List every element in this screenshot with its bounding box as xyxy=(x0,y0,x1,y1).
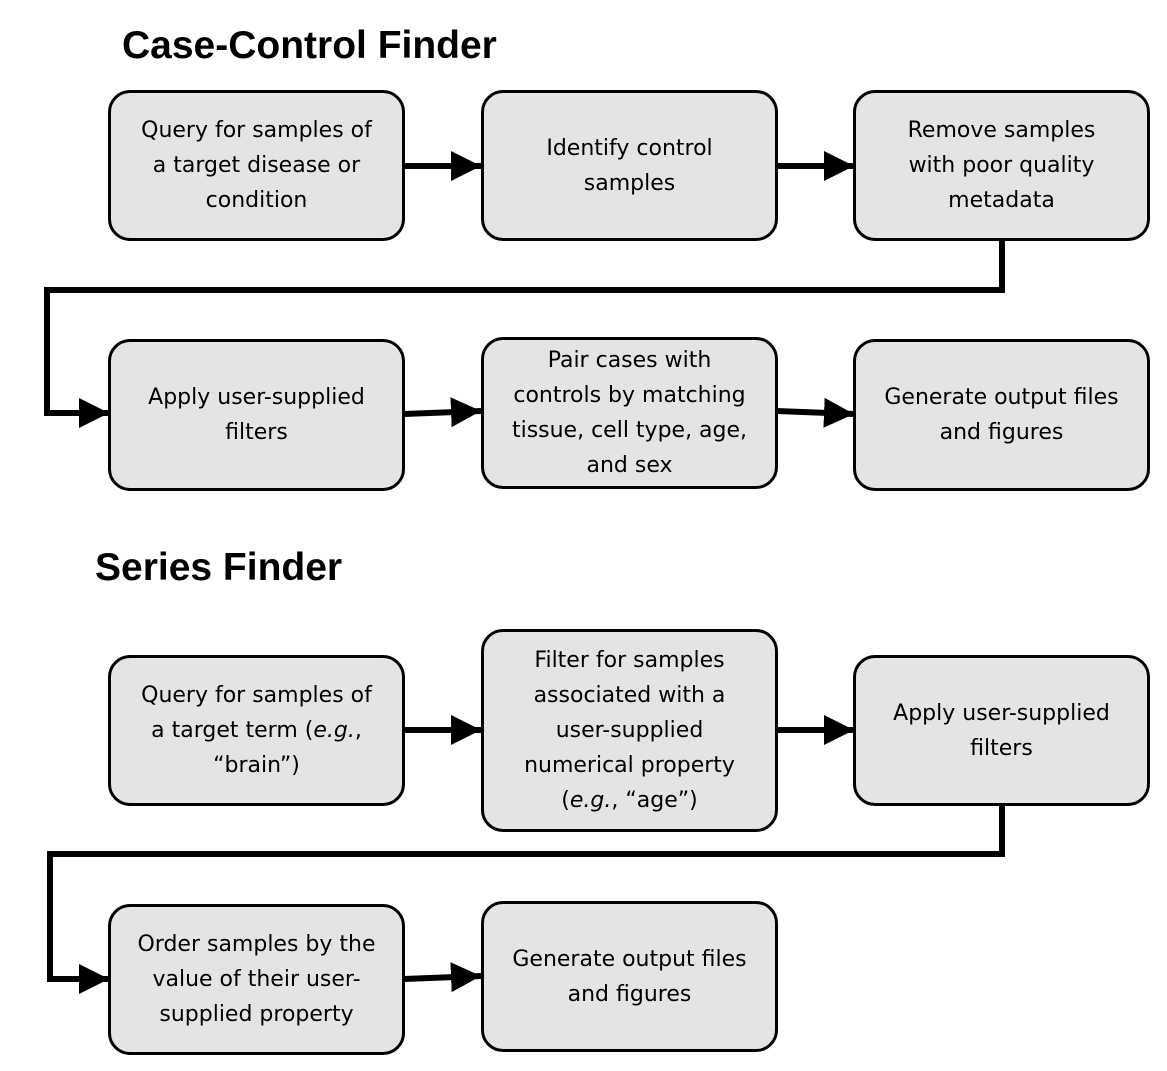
step-remove-poor-metadata: Remove samples with poor quality metadata xyxy=(853,90,1150,241)
step-text-line: Identify control xyxy=(546,135,713,161)
step-pair-cases-controls: Pair cases with controls by matching tissu… xyxy=(481,337,778,489)
step-text-line: Pair cases with xyxy=(547,348,712,373)
step-text-line: a target disease or xyxy=(152,153,361,178)
step-text: Apply user-supplied filters xyxy=(148,380,365,450)
step-text-line: filters xyxy=(970,735,1033,761)
step-filter-numerical-property: Filter for samples associated with a user-… xyxy=(481,629,778,832)
arrow-cc-3-4 xyxy=(44,240,1005,428)
step-text-line: a target term (e.g., xyxy=(151,718,362,743)
step-text-line: metadata xyxy=(948,188,1055,213)
step-text-line: Remove samples xyxy=(907,118,1096,143)
step-text-line: tissue, cell type, age, xyxy=(511,418,748,443)
case-control-finder-title: Case-Control Finder xyxy=(122,24,497,67)
arrow-cc-4-5 xyxy=(403,397,482,428)
step-text: Apply user-supplied filters xyxy=(893,696,1110,766)
step-text-line: filters xyxy=(225,420,288,445)
step-order-samples: Order samples by the value of their user-… xyxy=(108,904,405,1055)
step-text-line: user-supplied xyxy=(555,718,704,743)
step-text-line: and sex xyxy=(586,453,673,478)
step-text-line: “brain”) xyxy=(213,753,300,778)
step-text-line: Filter for samples xyxy=(534,648,725,673)
step-text-line: Apply user-supplied xyxy=(893,700,1110,726)
step-query-target-term: Query for samples of a target term (e.g.,… xyxy=(108,655,405,806)
step-text: Generate output files and figures xyxy=(884,380,1118,450)
step-generate-output: Generate output files and figures xyxy=(853,339,1150,491)
step-text-line: associated with a xyxy=(533,683,726,708)
arrow-sf-4-5 xyxy=(403,962,482,993)
step-text-line: condition xyxy=(205,188,308,213)
step-query-target-disease: Query for samples of a target disease or c… xyxy=(108,90,405,241)
step-text-line: Query for samples of xyxy=(141,683,372,708)
step-text-line: (e.g., “age”) xyxy=(561,788,698,813)
step-text-line: controls by matching xyxy=(513,383,746,408)
step-text-line: with poor quality xyxy=(908,153,1095,178)
step-text-line: Apply user-supplied xyxy=(148,385,365,410)
step-apply-user-filters: Apply user-supplied filters xyxy=(853,655,1150,806)
arrow-cc-5-6 xyxy=(776,397,855,428)
step-apply-user-filters: Apply user-supplied filters xyxy=(108,339,405,491)
step-text-line: Order samples by the xyxy=(137,932,376,957)
step-text: Query for samples of a target disease or c… xyxy=(141,113,372,218)
arrow-sf-3-4 xyxy=(47,805,1005,994)
step-text-line: Generate output files xyxy=(884,385,1119,410)
step-identify-control-samples: Identify control samples xyxy=(481,90,778,241)
step-text-line: value of their user- xyxy=(152,967,361,992)
step-generate-output: Generate output files and figures xyxy=(481,901,778,1052)
step-text-line: supplied property xyxy=(159,1002,354,1027)
step-text-line: Query for samples of xyxy=(141,118,372,143)
step-text-line: and figures xyxy=(939,420,1064,445)
step-text-line: Generate output files xyxy=(512,946,747,972)
series-finder-title: Series Finder xyxy=(95,546,343,589)
step-text-line: samples xyxy=(583,170,676,196)
step-text: Identify control samples xyxy=(546,131,712,201)
step-text: Pair cases with controls by matching tissu… xyxy=(512,343,747,483)
step-text: Remove samples with poor quality metadata xyxy=(908,113,1096,218)
step-text-line: and figures xyxy=(567,981,692,1007)
step-text: Query for samples of a target term (e.g.,… xyxy=(141,678,372,783)
step-text: Generate output files and figures xyxy=(512,942,746,1012)
step-text: Order samples by the value of their user-… xyxy=(137,927,375,1032)
step-text: Filter for samples associated with a user-… xyxy=(524,643,735,818)
step-text-line: numerical property xyxy=(524,753,735,778)
